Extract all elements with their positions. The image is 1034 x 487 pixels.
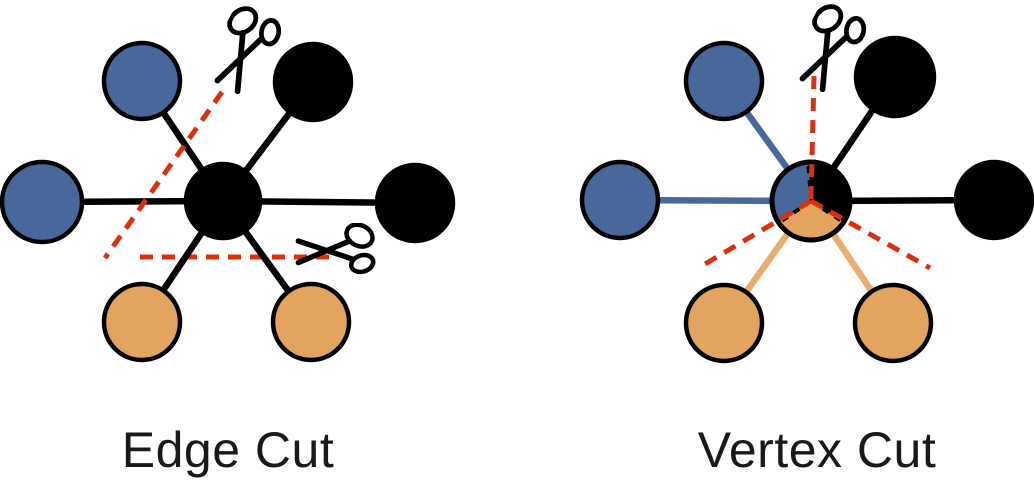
cut-ray-down-right	[809, 198, 932, 271]
node-left	[0, 159, 85, 245]
node-right	[953, 159, 1034, 241]
edge-cut-label: Edge Cut	[121, 422, 335, 478]
center-node-rim	[769, 159, 853, 243]
node-bottom-right	[270, 281, 352, 363]
node-center	[183, 161, 263, 241]
diagonal-cut-line	[102, 90, 225, 260]
scissors-icon	[298, 221, 376, 275]
center-sector-orange	[778, 201, 844, 240]
node-bottom-right	[852, 282, 934, 364]
node-right	[374, 162, 456, 244]
node-left	[579, 159, 661, 241]
node-bottom-left	[101, 281, 183, 363]
node-top-left	[683, 40, 765, 122]
node-top-right	[853, 35, 937, 119]
node-top-right	[272, 41, 354, 123]
node-center-split	[769, 159, 853, 243]
vertex-cut-label: Vertex Cut	[697, 422, 937, 478]
node-bottom-left	[683, 282, 765, 364]
vertex-cut-diagram	[579, 0, 1034, 364]
node-top-left	[101, 40, 183, 122]
edge-cut-diagram	[0, 0, 456, 363]
